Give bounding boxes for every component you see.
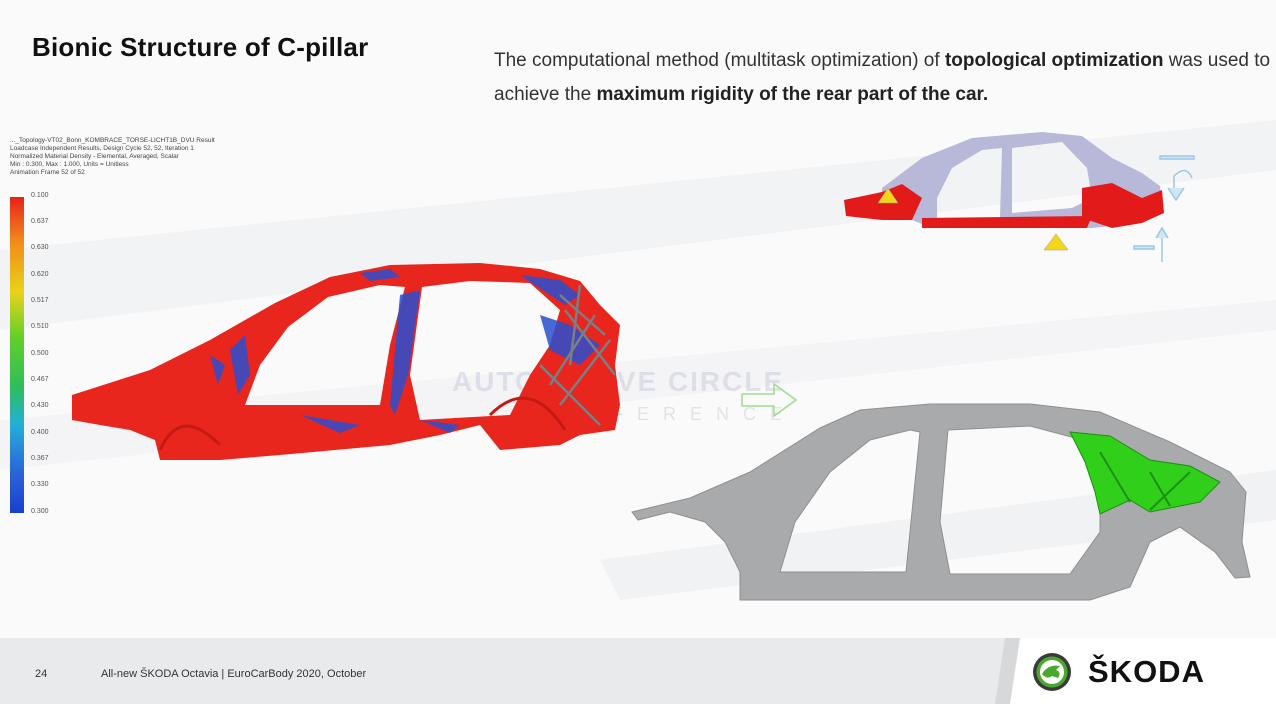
highlight-maximum-rigidity: maximum rigidity of the rear part of the… — [596, 84, 989, 105]
rear-wheel-arch — [488, 396, 567, 431]
colorbar-tick: 0.300 — [31, 508, 49, 515]
colorbar-tick: 0.467 — [31, 376, 49, 383]
load-case-body — [844, 132, 1195, 262]
colorbar-tick: 0.500 — [31, 350, 49, 357]
legend-meta-line: Min : 0.300, Max : 1.000, Units = Unitle… — [10, 161, 129, 168]
colorbar-tick: 0.367 — [31, 455, 49, 462]
colorbar-tick: 0.400 — [31, 429, 49, 436]
result-legend-header: ..._Topology-VT02_Bonn_KOMBRACE_TORSE-LI… — [10, 137, 215, 177]
colorbar-tick: 0.510 — [31, 323, 49, 330]
torsion-arrow-icon — [1159, 155, 1195, 202]
c-pillar-lattice — [539, 284, 616, 426]
legend-meta-line: Normalized Material Density - Elemental,… — [10, 153, 179, 160]
bending-arrow-icon — [1133, 226, 1169, 262]
slide-title: Bionic Structure of C-pillar — [32, 32, 369, 62]
colorbar-ticks: 0.100 0.637 0.630 0.620 0.517 0.510 0.50… — [31, 192, 71, 518]
bionic-lattice — [1099, 451, 1191, 511]
footer-band — [0, 638, 1276, 704]
colorbar-tick: 0.330 — [31, 481, 49, 488]
front-support-triangle — [877, 187, 899, 204]
rear-support-triangle — [1043, 233, 1069, 251]
legend-meta-line: ..._Topology-VT02_Bonn_KOMBRACE_TORSE-LI… — [10, 137, 215, 144]
slide-description: The computational method (multitask opti… — [494, 50, 1271, 105]
colorbar-tick: 0.630 — [31, 244, 49, 251]
colorbar-tick: 0.100 — [31, 192, 49, 199]
highlight-topological-optimization: topological optimization — [944, 50, 1164, 71]
optimized-body-shell — [72, 263, 620, 460]
colorbar-tick: 0.637 — [31, 218, 49, 225]
density-colorbar — [10, 197, 24, 513]
final-body-side — [631, 403, 1251, 601]
brand-wordmark: ŠKODA — [1088, 654, 1205, 689]
colorbar-tick: 0.517 — [31, 297, 49, 304]
low-density-regions — [210, 269, 600, 433]
load-case-red-zones — [844, 183, 1164, 228]
legend-meta-line: Loadcase Independent Results, Design Cyc… — [10, 145, 194, 152]
bionic-c-pillar — [1069, 431, 1221, 515]
footer-caption: All-new ŠKODA Octavia | EuroCarBody 2020… — [101, 668, 367, 680]
colorbar-tick: 0.620 — [31, 271, 49, 278]
colorbar-tick: 0.430 — [31, 402, 49, 409]
front-wheel-arch — [158, 424, 222, 451]
legend-meta-line: Animation Frame 52 of 52 — [10, 169, 85, 176]
transition-arrow-icon — [741, 382, 798, 418]
skoda-logo-icon — [1033, 653, 1071, 691]
page-number: 24 — [35, 668, 48, 680]
topology-result-body-side — [72, 263, 620, 460]
